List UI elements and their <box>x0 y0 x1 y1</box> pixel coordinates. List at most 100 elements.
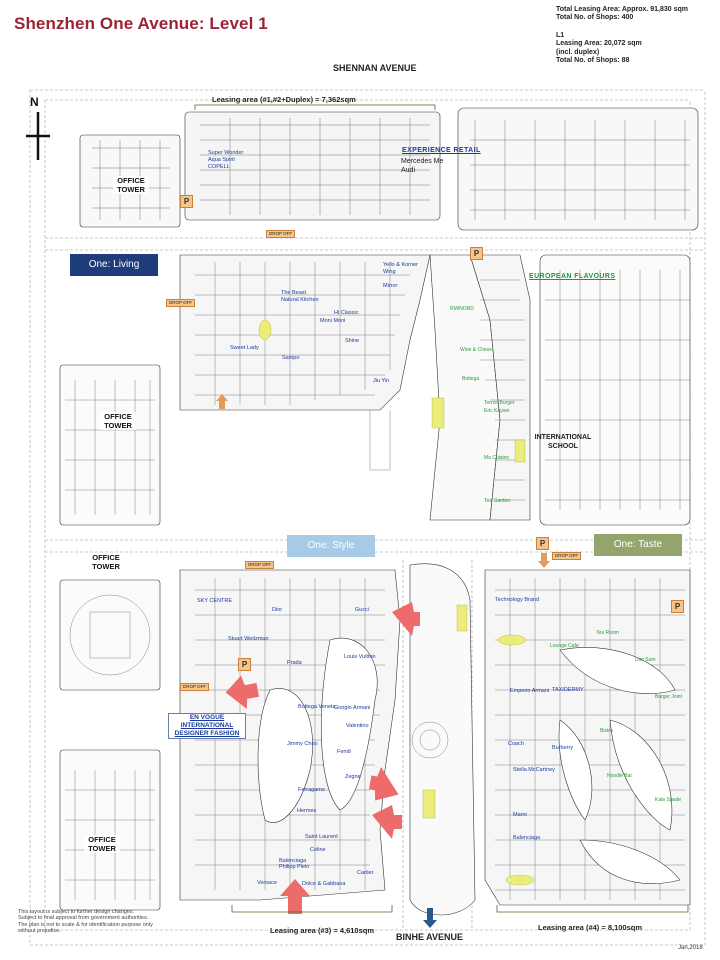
road-shennan: SHENNAN AVENUE <box>333 63 417 73</box>
drop-off-tag: DROP OFF <box>266 230 296 238</box>
road-binhe: BINHE AVENUE <box>396 932 464 942</box>
shop-label: Fendi <box>337 749 351 755</box>
disclaimer-line: The plan is not to scale & for identific… <box>18 921 153 928</box>
shop-label: Cartier <box>357 870 374 876</box>
shop-label: Hi Classic <box>334 310 359 316</box>
leasing-area-3: Leasing area (#3) = 4,610sqm <box>270 926 375 935</box>
en-vogue-label: EN VOGUE INTERNATIONAL DESIGNER FASHION <box>168 713 246 739</box>
parking-icon: P <box>671 600 684 613</box>
shop-label: Lounge Cafe <box>550 643 579 649</box>
shop-label: Tea Garden <box>484 498 511 504</box>
office-tower-w: OFFICE TOWER <box>100 412 136 430</box>
shop-label: Versace <box>257 880 277 886</box>
leasing-stats: Total Leasing Area: Approx. 91,830 sqm T… <box>556 6 688 65</box>
shop-label: Moni Moni <box>320 318 346 324</box>
disclaimer-line: This layout is subject to further design… <box>18 909 135 915</box>
parking-icon: P <box>180 195 193 208</box>
zone-one-style: One: Style <box>287 535 375 557</box>
shop-label: Super Wonder <box>208 150 244 156</box>
shop-label: Dolce & Gabbana <box>302 881 346 887</box>
school-label-line: INTERNATIONAL <box>534 434 592 441</box>
parking-icon: P <box>536 537 549 550</box>
shop-label: Kate Spade <box>655 797 682 803</box>
office-tower-sw: OFFICE TOWER <box>84 835 120 853</box>
shop-label: Wine & Chess <box>460 347 492 353</box>
shop-label: Dim Sum <box>635 657 656 663</box>
shop-label: RM/NORD <box>450 306 474 312</box>
shop-label: Stella McCartney <box>513 767 555 773</box>
shop-label: The Beast <box>281 290 307 296</box>
zone-one-taste: One: Taste <box>594 534 682 556</box>
shop-label: SKY CENTRE <box>197 598 233 604</box>
shop-label: Philipp Plein <box>279 864 310 870</box>
shop-label: Sampo <box>282 355 300 361</box>
shop-label: Bottega <box>462 376 480 382</box>
shop-label: Jimmy Choo <box>287 741 318 747</box>
shop-label: Coach <box>508 741 524 747</box>
tower-label: TOWER <box>92 562 120 571</box>
shop-label: TAXIDERMY <box>552 687 584 693</box>
shop-label: Tea Room <box>596 630 619 636</box>
stat-l1-shops: Total No. of Shops: 88 <box>556 57 630 65</box>
shop-label: Giorgio Armani <box>334 705 371 711</box>
shop-label: Terroir Burger <box>484 400 515 406</box>
shop-label: Emporio Armani <box>510 688 550 694</box>
tower-label: TOWER <box>117 185 145 194</box>
brand-mercedes: Mercedes Me <box>401 158 444 165</box>
shop-label: Balenciaga <box>513 835 541 841</box>
tower-label: OFFICE <box>88 835 116 844</box>
drop-off-tag: DROP OFF <box>245 561 275 569</box>
school-label-line: SCHOOL <box>548 443 578 450</box>
shop-label: Celine <box>310 847 326 853</box>
drop-off-tag: DROP OFF <box>180 683 210 691</box>
envogue-line: INTERNATIONAL <box>180 722 234 729</box>
leasing-area-4: Leasing area (#4) = 8,100sqm <box>538 923 643 932</box>
page-title: Shenzhen One Avenue: Level 1 <box>14 14 268 33</box>
shop-label: Ma Cuisine <box>484 455 510 461</box>
shop-label: Burger Joint <box>655 694 682 700</box>
shop-label: Bistro <box>600 728 613 734</box>
shop-label: Marni <box>513 812 527 818</box>
shop-label: Technology Brand <box>495 597 540 603</box>
shop-label: Balenciaga <box>279 858 307 864</box>
international-school-label: INTERNATIONAL SCHOOL <box>530 433 596 451</box>
experience-retail-list: Mercedes Me Audi <box>401 157 443 175</box>
shop-label: Mirror <box>383 283 398 289</box>
shop-label: Stuart Weitzman <box>228 636 269 642</box>
disclaimer-note: This layout is subject to further design… <box>18 909 153 934</box>
shop-label: Jiu Yin <box>373 378 390 384</box>
tower-label: TOWER <box>88 844 116 853</box>
disclaimer-line: without prejudice. <box>18 927 61 934</box>
tower-label: TOWER <box>104 421 132 430</box>
tower-label: OFFICE <box>92 553 120 562</box>
shop-label: Wing <box>383 269 396 275</box>
shop-label: Sweet Lady <box>230 345 259 351</box>
parking-icon: P <box>238 658 251 671</box>
zone-one-living: One: Living <box>70 254 158 276</box>
shop-label: Prada <box>287 660 302 666</box>
shop-label: Valentino <box>346 723 369 729</box>
shop-label: Ferragamo <box>298 787 325 793</box>
shop-label: Zegna <box>345 774 361 780</box>
leasing-area-1: Leasing area (#1,#2+Duplex) = 7,362sqm <box>212 95 356 104</box>
brand-audi: Audi <box>401 167 416 174</box>
shop-label: Gucci <box>355 607 370 613</box>
shop-label: Burberry <box>552 745 574 751</box>
stat-level: L1 <box>556 31 565 39</box>
drop-off-tag: DROP OFF <box>552 552 582 560</box>
shop-label: Shine <box>345 338 360 344</box>
office-tower-s: OFFICE TOWER <box>88 553 124 571</box>
plan-date: Jan,2018 <box>678 945 703 951</box>
shop-label: Noodle Bar <box>607 773 633 779</box>
shop-label: Saint Laurent <box>305 834 338 840</box>
tower-label: OFFICE <box>117 176 145 185</box>
stat-l1-area: Leasing Area: 20,072 sqm <box>556 40 642 48</box>
drop-off-tag: DROP OFF <box>166 299 196 307</box>
european-flavours-label: EUROPEAN FLAVOURS <box>529 273 616 280</box>
experience-retail-label: EXPERIENCE RETAIL <box>402 147 481 154</box>
shop-label: Dior <box>272 607 283 613</box>
shop-label: Aqua Spirit <box>208 157 235 163</box>
shop-label: COPELL <box>208 164 230 170</box>
